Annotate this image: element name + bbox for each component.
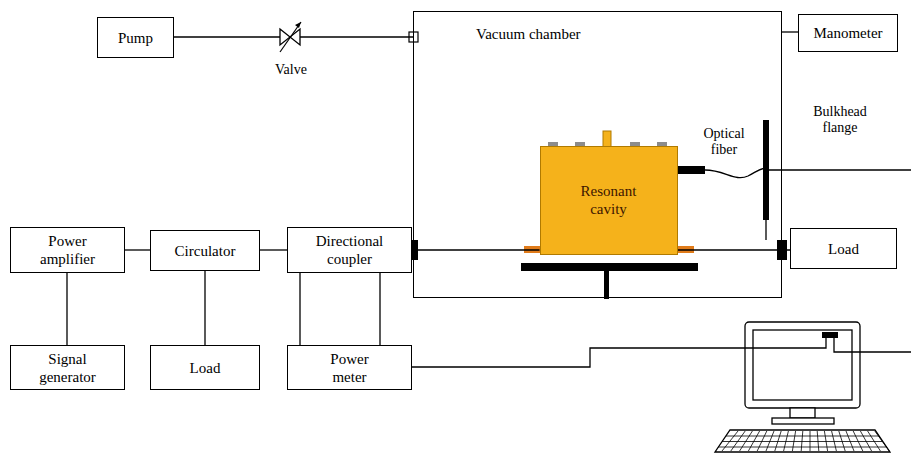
data-cable: [412, 336, 826, 367]
keyboard-key: [722, 431, 738, 451]
keyboard-key: [757, 431, 767, 451]
node-label: Directional coupler: [305, 232, 395, 268]
cable: [412, 249, 540, 250]
keyboard-key: [748, 431, 759, 451]
fiber-wire: [766, 169, 911, 170]
keyboard-key: [784, 431, 789, 451]
power-amplifier-box: Power amplifier: [10, 227, 125, 273]
keyboard-row: [718, 447, 887, 448]
keyboard-key: [868, 431, 881, 451]
signal-generator-box: Signal generator: [10, 345, 125, 390]
load-box: Load: [790, 228, 897, 269]
node-label: Signal generator: [28, 350, 108, 386]
directional-coupler-box: Directional coupler: [287, 227, 412, 273]
node-label: Manometer: [813, 24, 882, 42]
flange-label: Bulkhead flange: [805, 104, 875, 136]
optical-fiber: [705, 168, 766, 178]
computer-port: [822, 332, 838, 338]
cable: [66, 273, 67, 345]
cable: [678, 249, 791, 250]
fiber-label: Optical fiber: [696, 126, 752, 158]
circulator-box: Circulator: [150, 230, 260, 271]
valve-symbol: [280, 22, 301, 52]
node-label: Vacuum chamber: [476, 25, 581, 43]
manometer-box: Manometer: [798, 14, 898, 52]
keyboard-key: [817, 431, 819, 451]
load-box: Load: [150, 345, 260, 390]
keyboard-key: [792, 431, 795, 451]
node-label: Circulator: [175, 242, 236, 260]
base-plate: [521, 263, 698, 271]
keyboard-key: [801, 431, 803, 451]
cable: [204, 271, 205, 345]
keyboard-key: [810, 431, 811, 451]
keyboard-key: [775, 431, 781, 451]
node-label: Load: [190, 359, 221, 377]
keyboard-key: [839, 431, 845, 451]
keyboard-key: [853, 431, 863, 451]
node-label: Load: [828, 240, 859, 258]
data-cable: [834, 336, 911, 352]
node-label: Pump: [118, 29, 153, 47]
valve-label: Valve: [266, 62, 316, 78]
bulkhead-flange: [763, 120, 769, 220]
cable: [299, 273, 300, 345]
resonant-cavity: Resonant cavity: [540, 146, 678, 255]
fiber-connector: [677, 166, 705, 174]
power-meter-box: Power meter: [287, 345, 412, 390]
node-label: Power meter: [320, 350, 380, 386]
cable: [379, 273, 380, 345]
keyboard-key: [731, 431, 745, 451]
keyboard-key: [824, 431, 827, 451]
node-label: Resonant cavity: [564, 182, 654, 218]
node-label: Power amplifier: [28, 232, 108, 268]
keyboard-key: [832, 431, 837, 451]
cable: [782, 31, 798, 32]
cable: [125, 249, 150, 250]
keyboard-key: [766, 431, 774, 451]
keyboard-key: [846, 431, 854, 451]
pedestal: [604, 271, 609, 299]
computer-icon: [715, 322, 890, 452]
keyboard-key: [875, 431, 889, 451]
cable: [260, 249, 287, 250]
flange-leader: [765, 220, 766, 240]
pump-box: Pump: [97, 17, 174, 58]
